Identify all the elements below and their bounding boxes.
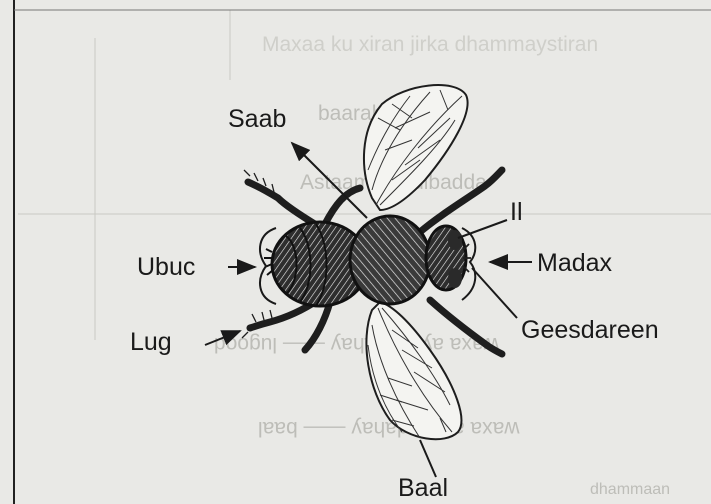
label-baal: Baal <box>398 476 448 501</box>
pointer-baal <box>420 440 436 477</box>
eye-bottom <box>448 268 462 288</box>
label-madax: Madax <box>537 251 612 276</box>
pointer-lug <box>205 331 240 345</box>
pointer-geesdareen <box>472 268 517 318</box>
upper-wing <box>364 85 468 210</box>
pointer-saab <box>292 143 367 218</box>
label-lug: Lug <box>130 330 172 355</box>
label-saab: Saab <box>228 107 286 132</box>
antennae <box>463 244 471 272</box>
eye-top <box>448 230 462 250</box>
pointers <box>205 143 532 477</box>
label-geesdareen: Geesdareen <box>521 318 659 343</box>
label-il: Il <box>510 200 523 225</box>
thorax <box>350 216 430 304</box>
fly-illustration <box>242 85 502 439</box>
label-ubuc: Ubuc <box>137 255 195 280</box>
lower-wing <box>366 302 461 439</box>
